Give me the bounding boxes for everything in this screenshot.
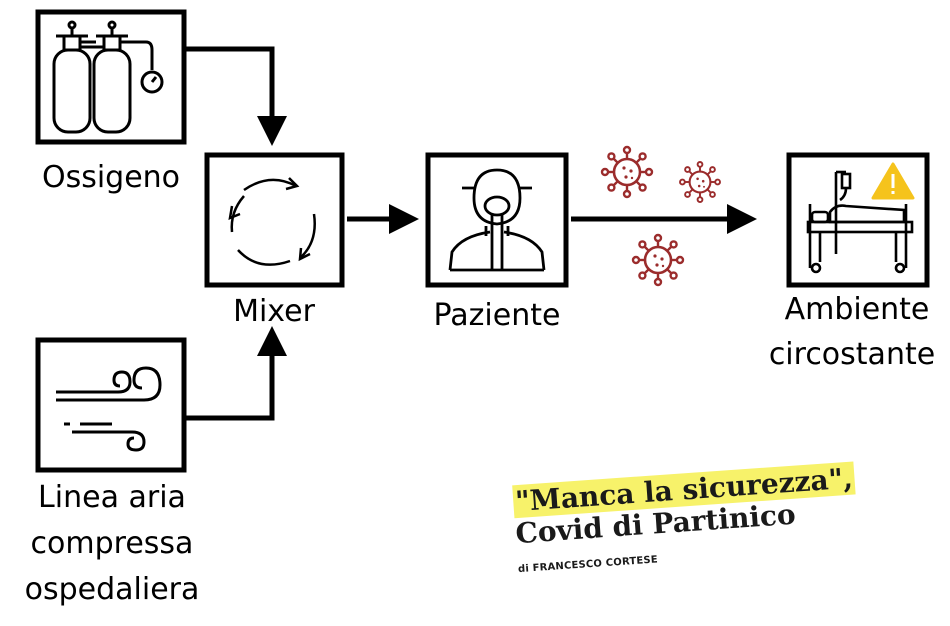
- air-line-label-line-3: ospedaliera: [24, 572, 200, 607]
- environment-label-line-2: circostante: [768, 337, 936, 372]
- air-line-label-line-1: Linea aria: [38, 480, 186, 515]
- air-line-node: [35, 337, 187, 473]
- hospital-bed-icon: [806, 170, 914, 274]
- newspaper-clipping: "Manca la sicurezza", Covid di Partinico…: [512, 456, 950, 626]
- oxygen-node: [35, 9, 187, 145]
- oxygen-label: Ossigeno: [41, 160, 181, 195]
- air-line-label-line-2: compressa: [30, 526, 194, 561]
- wind-icon: [56, 366, 162, 452]
- environment-label-line-1: Ambiente: [784, 292, 930, 327]
- warning-icon: [871, 162, 915, 200]
- oxygen-cylinders-icon: [52, 20, 164, 134]
- patient-label: Paziente: [433, 298, 561, 333]
- mixer-label: Mixer: [233, 294, 315, 329]
- virus-icon: [631, 233, 685, 287]
- connector-air-to-mixer: [186, 326, 287, 421]
- virus-icon: [678, 160, 722, 204]
- cycle-arrows-icon: [228, 177, 316, 266]
- virus-icon: [600, 145, 654, 199]
- connector-oxygen-to-mixer: [186, 46, 287, 146]
- patient-mask-icon: [448, 168, 546, 272]
- patient-node: [425, 152, 569, 288]
- environment-node: [786, 152, 930, 288]
- mixer-node: [204, 152, 345, 288]
